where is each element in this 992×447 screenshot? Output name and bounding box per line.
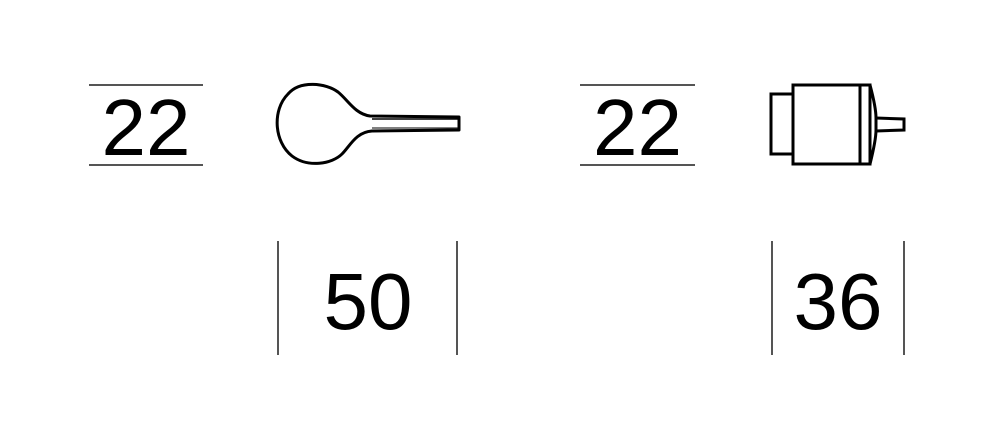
dimension-line-top [580, 84, 695, 86]
dimension-line-left [277, 241, 279, 355]
lever-width-label: 50 [323, 257, 413, 346]
knob-width-label: 36 [793, 257, 883, 346]
dimension-line-top [89, 84, 203, 86]
dimension-line-bottom [580, 164, 695, 166]
dimension-line-left [771, 241, 773, 355]
knob-height-label: 22 [593, 83, 682, 172]
dimension-line-right [903, 241, 905, 355]
lever-height-label: 22 [101, 83, 191, 172]
dimension-line-bottom [89, 164, 203, 166]
dimension-line-right [456, 241, 458, 355]
